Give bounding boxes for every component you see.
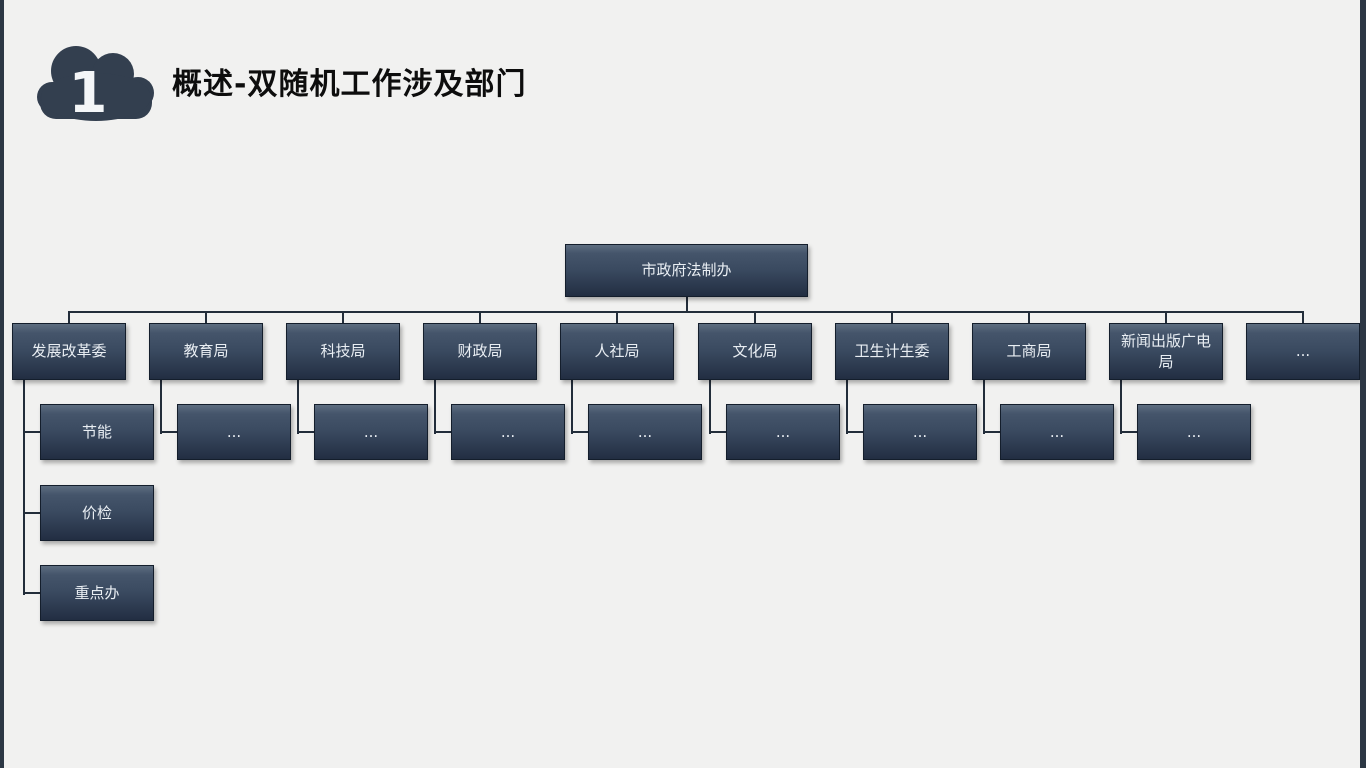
org-connector bbox=[23, 380, 25, 595]
org-node-sub: ... bbox=[177, 404, 291, 460]
org-connector bbox=[1120, 380, 1122, 434]
org-connector bbox=[23, 512, 40, 514]
org-connector bbox=[571, 431, 588, 433]
cloud-icon: 1 bbox=[37, 46, 154, 123]
section-number: 1 bbox=[69, 61, 108, 123]
org-connector bbox=[754, 311, 756, 323]
org-connector bbox=[434, 431, 451, 433]
org-connector bbox=[616, 311, 618, 323]
org-node-dept: 科技局 bbox=[286, 323, 400, 380]
org-connector bbox=[160, 380, 162, 434]
org-node-sub: ... bbox=[314, 404, 428, 460]
right-edge-strip bbox=[1360, 0, 1366, 768]
org-node-dept: 卫生计生委 bbox=[835, 323, 949, 380]
org-connector bbox=[479, 311, 481, 323]
org-connector bbox=[891, 311, 893, 323]
org-node-sub: ... bbox=[1137, 404, 1251, 460]
org-node-sub: 价检 bbox=[40, 485, 154, 541]
org-connector bbox=[23, 431, 40, 433]
org-node-dept: 文化局 bbox=[698, 323, 812, 380]
org-connector bbox=[205, 311, 207, 323]
org-connector bbox=[23, 592, 40, 594]
org-connector bbox=[160, 431, 177, 433]
org-connector bbox=[297, 380, 299, 434]
org-connector bbox=[983, 380, 985, 434]
org-connector bbox=[1165, 311, 1167, 323]
org-connector bbox=[571, 380, 573, 434]
org-connector bbox=[709, 431, 726, 433]
section-badge: 1 bbox=[36, 39, 158, 123]
org-connector bbox=[709, 380, 711, 434]
org-node-sub: ... bbox=[451, 404, 565, 460]
org-node-sub: 重点办 bbox=[40, 565, 154, 621]
org-node-dept: 新闻出版广电局 bbox=[1109, 323, 1223, 380]
org-connector bbox=[983, 431, 1000, 433]
org-connector bbox=[846, 380, 848, 434]
org-connector bbox=[68, 311, 70, 323]
org-node-sub: ... bbox=[1000, 404, 1114, 460]
org-node-sub: ... bbox=[726, 404, 840, 460]
org-connector bbox=[68, 311, 1304, 313]
org-connector bbox=[686, 297, 688, 313]
org-node-dept: 发展改革委 bbox=[12, 323, 126, 380]
title-area: 1 概述-双随机工作涉及部门 bbox=[36, 36, 526, 126]
org-connector bbox=[846, 431, 863, 433]
org-connector bbox=[1028, 311, 1030, 323]
page-title: 概述-双随机工作涉及部门 bbox=[172, 67, 527, 102]
org-node-root: 市政府法制办 bbox=[565, 244, 808, 297]
org-connector bbox=[1120, 431, 1137, 433]
org-node-dept: 工商局 bbox=[972, 323, 1086, 380]
org-node-sub: 节能 bbox=[40, 404, 154, 460]
org-node-dept: 财政局 bbox=[423, 323, 537, 380]
org-connector bbox=[342, 311, 344, 323]
org-connector bbox=[434, 380, 436, 434]
org-node-dept: 教育局 bbox=[149, 323, 263, 380]
left-edge-strip bbox=[0, 0, 4, 768]
org-connector bbox=[297, 431, 314, 433]
org-connector bbox=[1302, 311, 1304, 323]
org-node-dept: ... bbox=[1246, 323, 1360, 380]
org-node-sub: ... bbox=[863, 404, 977, 460]
org-node-dept: 人社局 bbox=[560, 323, 674, 380]
org-node-sub: ... bbox=[588, 404, 702, 460]
